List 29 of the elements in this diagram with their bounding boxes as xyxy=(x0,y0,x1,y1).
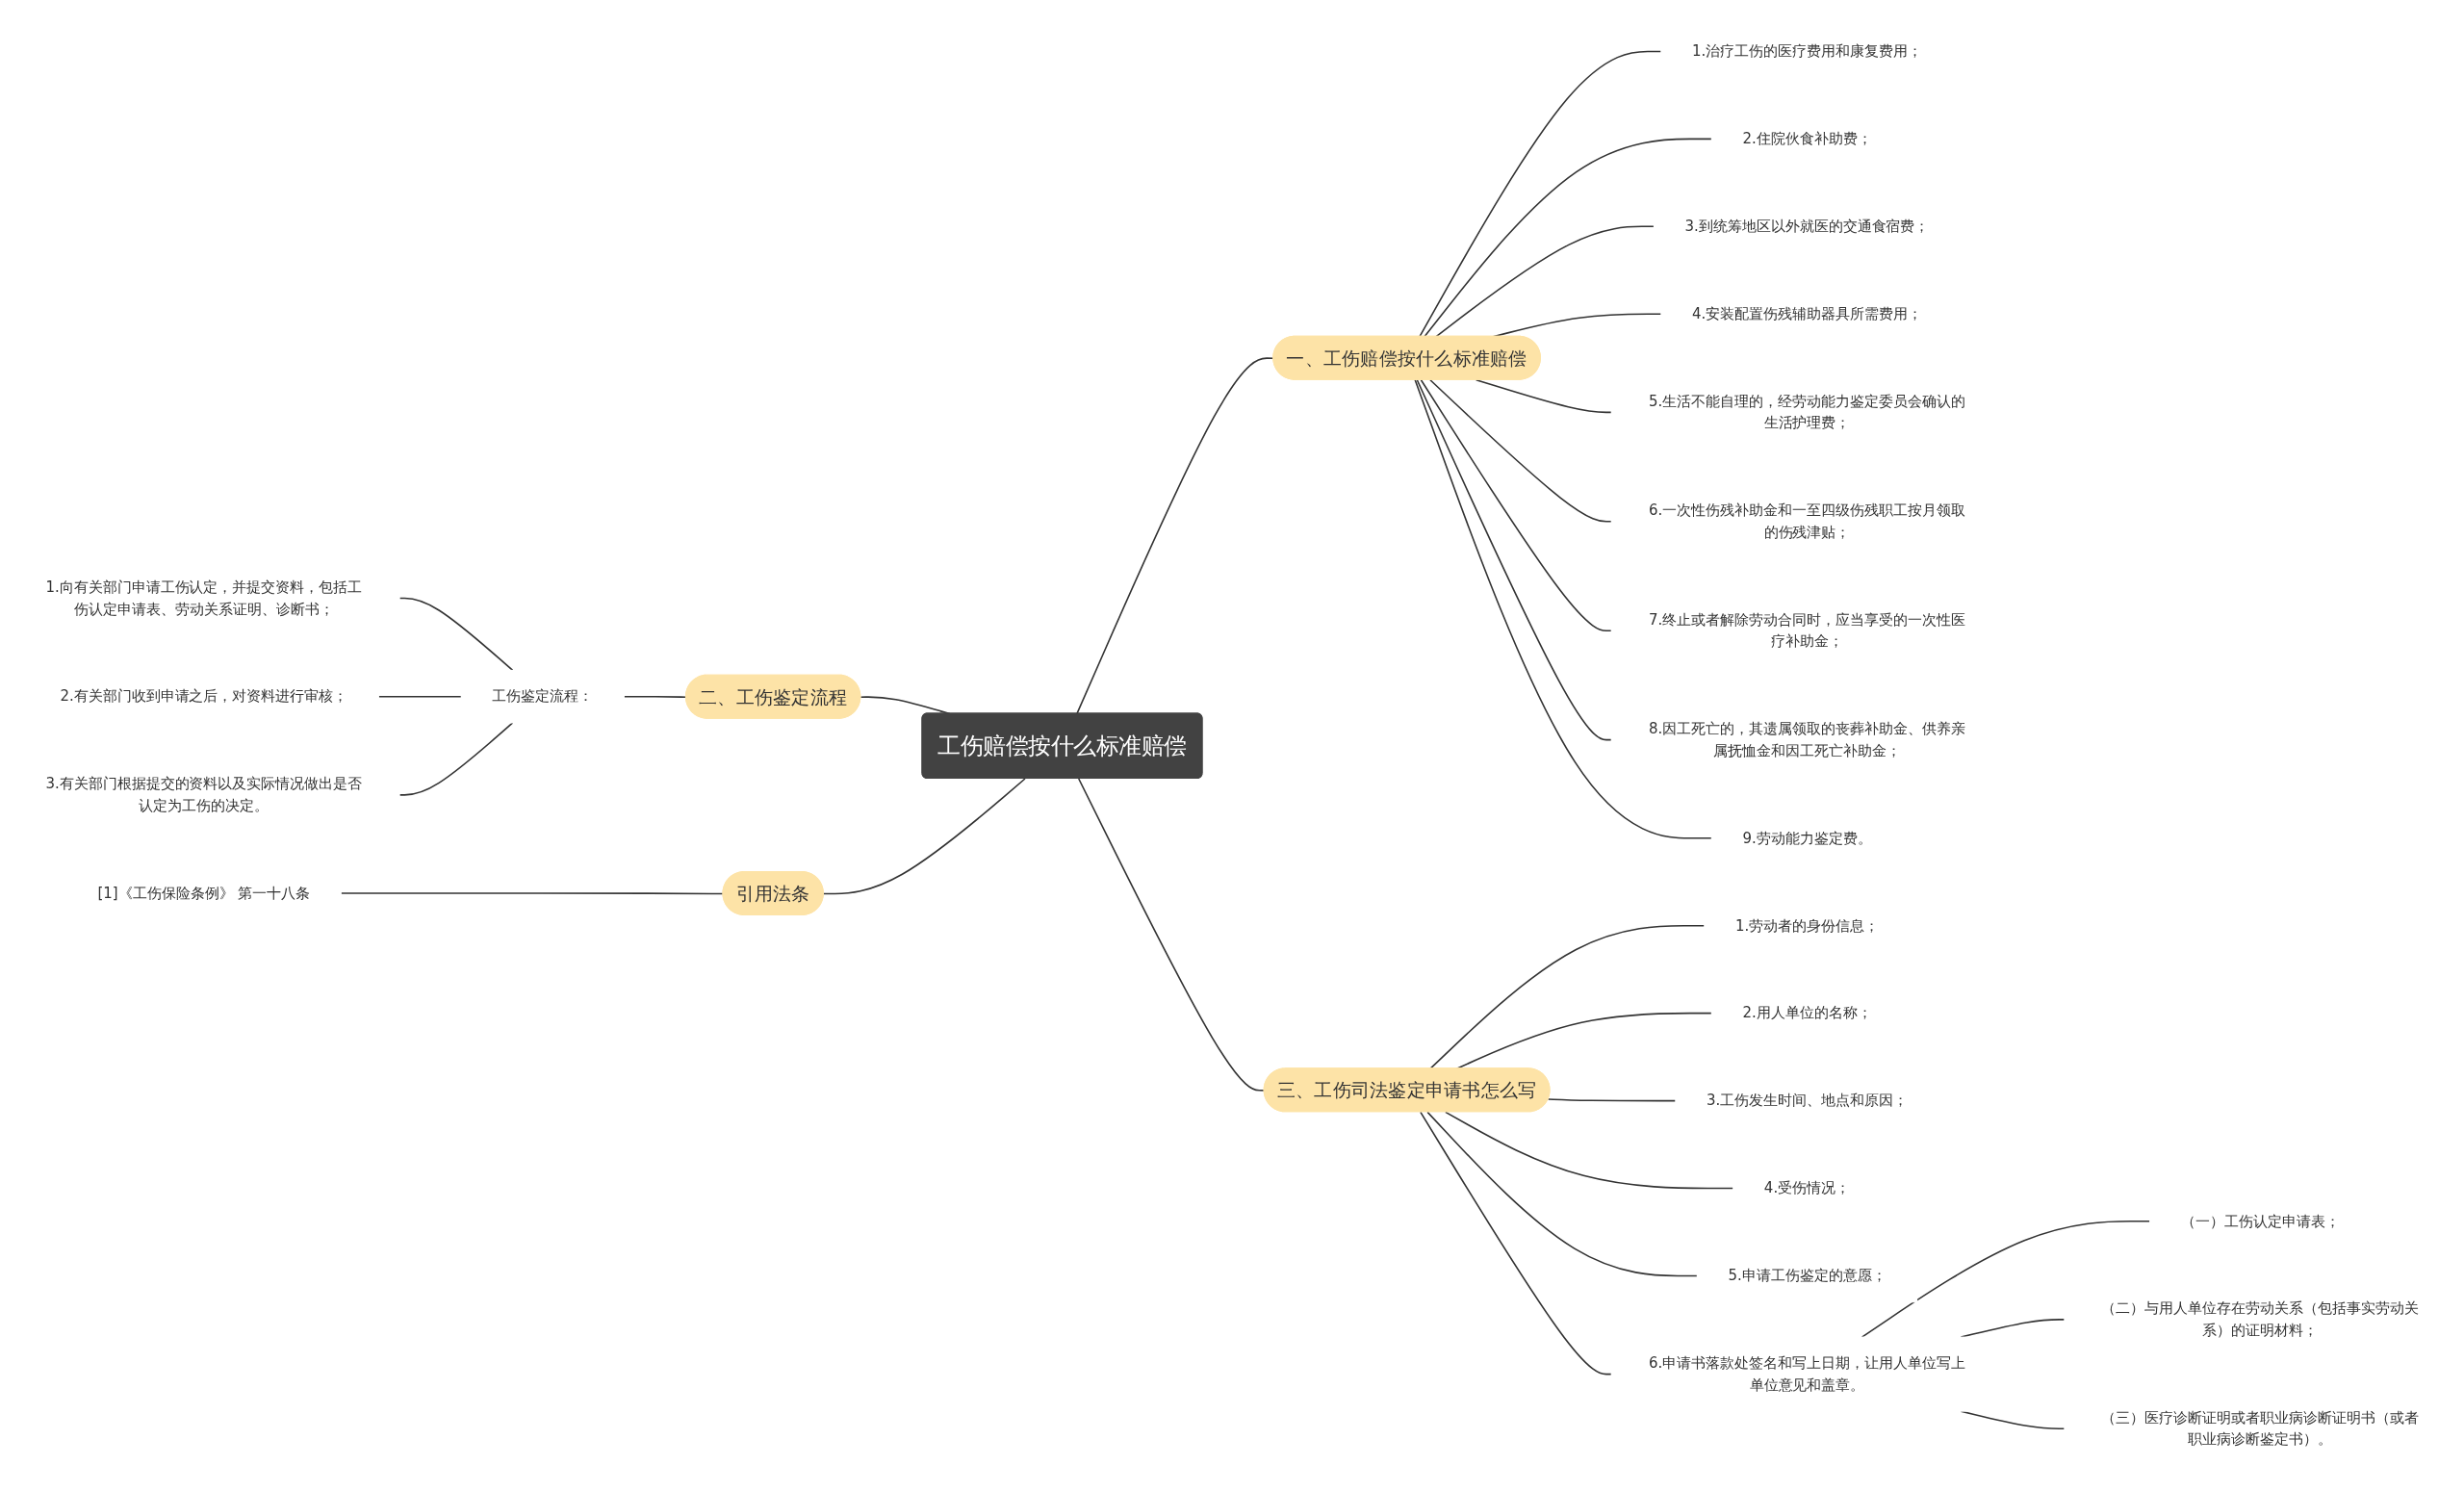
node-text: 5.申请工伤鉴定的意愿； xyxy=(1728,1267,1886,1284)
node-text: 3.到统筹地区以外就医的交通食宿费； xyxy=(1684,218,1930,235)
node-text: 3.工伤发生时间、地点和原因； xyxy=(1706,1092,1908,1109)
node-text: （一）工伤认定申请表； xyxy=(2180,1212,2340,1229)
node-text: 4.受伤情况； xyxy=(1763,1179,1851,1196)
node-text: 6.一次性伤残补助金和一至四级伤残职工按月领取的伤残津贴； xyxy=(1649,501,1965,541)
node-text: 1.劳动者的身份信息； xyxy=(1734,916,1880,934)
node-text: 工伤鉴定流程： xyxy=(492,687,594,705)
node-text: 6.申请书落款处签名和写上日期，让用人单位写上单位意见和盖章。 xyxy=(1649,1354,1965,1393)
node-text: （三）医疗诊断证明或者职业病诊断证明书（或者职业病诊断鉴定书）。 xyxy=(2101,1408,2419,1448)
connector xyxy=(1420,1111,1612,1375)
node-text: 2.用人单位的名称； xyxy=(1742,1004,1872,1021)
node-text: 3.有关部门根据提交的资料以及实际情况做出是否认定为工伤的决定。 xyxy=(45,775,363,814)
connector xyxy=(1420,378,1612,631)
node-text: 5.生活不能自理的，经劳动能力鉴定委员会确认的生活护理费； xyxy=(1649,393,1965,431)
node-text: 9.劳动能力鉴定费。 xyxy=(1742,829,1872,846)
node-text: 2.有关部门收到申请之后，对资料进行审核； xyxy=(60,687,348,705)
node-text: （二）与用人单位存在劳动关系（包括事实劳动关系）的证明材料； xyxy=(2101,1299,2419,1339)
node-text: [1]《工伤保险条例》 第一十八条 xyxy=(97,884,311,902)
connector xyxy=(1416,378,1612,741)
connector xyxy=(823,778,1026,895)
node-text: 2.住院伙食补助费； xyxy=(1742,130,1872,147)
connector xyxy=(1475,378,1612,414)
node-text: 7.终止或者解除劳动合同时，应当享受的一次性医疗补助金； xyxy=(1649,610,1965,650)
node-text: 1.治疗工伤的医疗费用和康复费用； xyxy=(1691,42,1922,60)
connector xyxy=(1429,378,1612,523)
node-text: 4.安装配置伤残辅助器具所需费用； xyxy=(1691,305,1922,322)
node-text: 8.因工死亡的，其遗属领取的丧葬补助金、供养亲属抚恤金和因工死亡补助金； xyxy=(1649,720,1965,758)
node-text: 1.向有关部门申请工伤认定，并提交资料，包括工伤认定申请表、劳动关系证明、诊断书； xyxy=(45,578,363,617)
